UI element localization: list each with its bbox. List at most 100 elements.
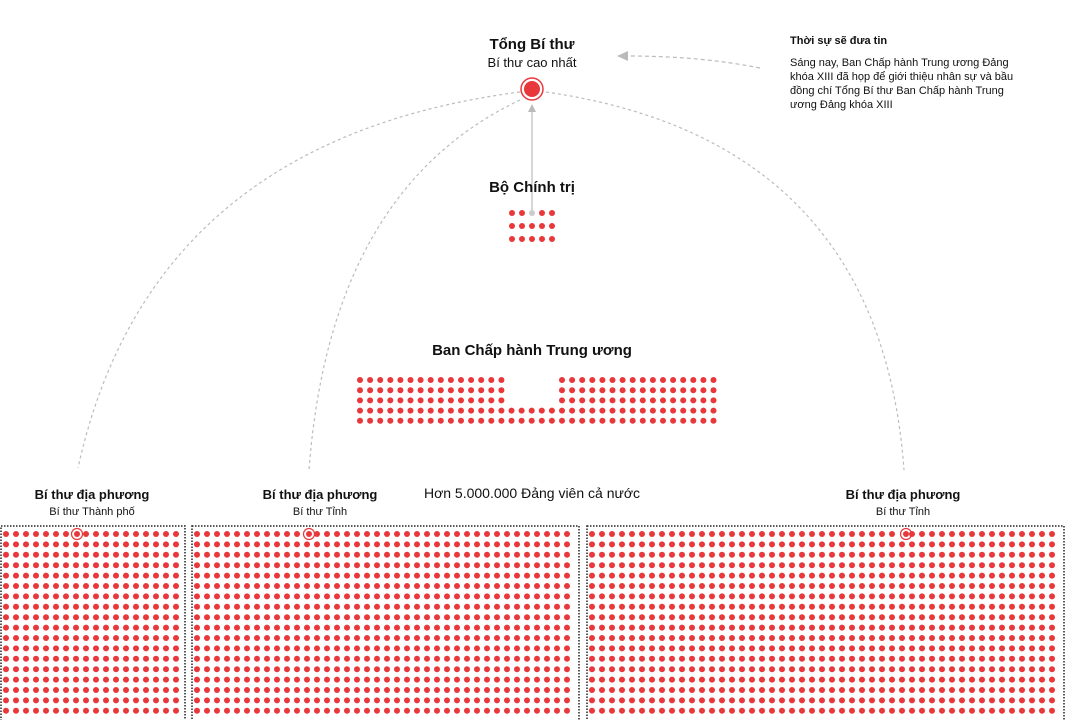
party-member-dot bbox=[454, 583, 460, 589]
party-member-dot bbox=[699, 531, 705, 537]
party-member-dot bbox=[729, 541, 735, 548]
party-member-dot bbox=[484, 676, 490, 683]
party-member-dot bbox=[264, 707, 270, 714]
party-member-dot bbox=[33, 635, 39, 641]
party-member-dot bbox=[619, 645, 625, 652]
party-member-dot bbox=[909, 676, 915, 683]
party-member-dot bbox=[374, 676, 380, 683]
party-member-dot bbox=[534, 603, 540, 610]
central-committee-dot bbox=[478, 407, 485, 414]
party-member-dot bbox=[3, 614, 9, 621]
party-member-dot bbox=[394, 614, 400, 621]
party-member-dot bbox=[1049, 614, 1055, 621]
party-member-dot bbox=[274, 687, 280, 693]
party-member-dot bbox=[849, 603, 855, 610]
party-member-dot bbox=[679, 697, 685, 704]
party-member-dot bbox=[133, 541, 139, 548]
party-member-dot bbox=[959, 655, 965, 662]
party-member-dot bbox=[919, 562, 925, 569]
party-member-dot bbox=[454, 645, 460, 652]
party-member-dot bbox=[799, 666, 805, 673]
party-member-dot bbox=[384, 655, 390, 662]
party-member-dot bbox=[659, 583, 665, 589]
party-member-dot bbox=[959, 583, 965, 589]
party-member-dot bbox=[214, 655, 220, 662]
party-member-dot bbox=[609, 603, 615, 610]
party-member-dot bbox=[709, 572, 715, 579]
party-member-dot bbox=[909, 551, 915, 558]
party-member-dot bbox=[163, 687, 169, 693]
party-member-dot bbox=[73, 603, 79, 610]
party-member-dot bbox=[474, 655, 480, 662]
party-member-dot bbox=[314, 562, 320, 569]
party-member-dot bbox=[599, 697, 605, 704]
party-member-dot bbox=[669, 645, 675, 652]
central-committee-dot bbox=[397, 397, 404, 404]
party-member-dot bbox=[284, 562, 290, 569]
party-member-dot bbox=[424, 666, 430, 673]
party-member-dot bbox=[709, 562, 715, 569]
party-member-dot bbox=[1019, 676, 1025, 683]
central-committee-dot bbox=[367, 407, 374, 414]
party-member-dot bbox=[43, 666, 49, 673]
party-member-dot bbox=[234, 707, 240, 714]
party-member-dot bbox=[949, 572, 955, 579]
party-member-dot bbox=[454, 687, 460, 693]
central-committee-dot bbox=[690, 387, 697, 394]
party-member-dot bbox=[1029, 624, 1035, 631]
party-member-dot bbox=[524, 572, 530, 579]
party-member-dot bbox=[544, 676, 550, 683]
party-member-dot bbox=[33, 531, 39, 537]
party-member-dot bbox=[344, 593, 350, 600]
party-member-dot bbox=[849, 655, 855, 662]
local-subtitle-1: Bí thư Thành phố bbox=[49, 506, 135, 518]
party-member-dot bbox=[959, 635, 965, 641]
party-member-dot bbox=[344, 614, 350, 621]
party-member-dot bbox=[173, 531, 179, 537]
politburo-dot bbox=[509, 236, 515, 242]
party-member-dot bbox=[143, 687, 149, 693]
party-member-dot bbox=[659, 687, 665, 693]
party-member-dot bbox=[879, 645, 885, 652]
party-member-dot bbox=[274, 572, 280, 579]
party-member-dot bbox=[514, 551, 520, 558]
party-member-dot bbox=[1009, 624, 1015, 631]
party-member-dot bbox=[63, 676, 69, 683]
party-member-dot bbox=[484, 687, 490, 693]
party-member-dot bbox=[444, 562, 450, 569]
party-member-dot bbox=[779, 635, 785, 641]
party-member-dot bbox=[929, 645, 935, 652]
party-member-dot bbox=[1049, 541, 1055, 548]
party-member-dot bbox=[3, 593, 9, 600]
party-member-dot bbox=[959, 687, 965, 693]
party-member-dot bbox=[929, 635, 935, 641]
party-member-dot bbox=[464, 697, 470, 704]
party-member-dot bbox=[919, 583, 925, 589]
party-member-dot bbox=[649, 687, 655, 693]
party-member-dot bbox=[879, 614, 885, 621]
party-member-dot bbox=[869, 697, 875, 704]
party-member-dot bbox=[534, 562, 540, 569]
party-member-dot bbox=[254, 572, 260, 579]
party-member-dot bbox=[354, 635, 360, 641]
party-member-dot bbox=[739, 676, 745, 683]
party-member-dot bbox=[334, 624, 340, 631]
party-member-dot bbox=[1009, 531, 1015, 537]
party-member-dot bbox=[53, 541, 59, 548]
party-member-dot bbox=[979, 583, 985, 589]
party-member-dot bbox=[739, 707, 745, 714]
central-committee-dot bbox=[599, 417, 606, 424]
party-member-dot bbox=[63, 655, 69, 662]
party-member-dot bbox=[133, 583, 139, 589]
party-member-dot bbox=[53, 572, 59, 579]
party-member-dot bbox=[484, 655, 490, 662]
party-member-dot bbox=[719, 614, 725, 621]
party-member-dot bbox=[254, 562, 260, 569]
party-member-dot bbox=[464, 666, 470, 673]
party-member-dot bbox=[544, 531, 550, 537]
party-member-dot bbox=[689, 707, 695, 714]
party-member-dot bbox=[314, 635, 320, 641]
party-member-dot bbox=[244, 593, 250, 600]
party-member-dot bbox=[474, 645, 480, 652]
party-member-dot bbox=[354, 614, 360, 621]
